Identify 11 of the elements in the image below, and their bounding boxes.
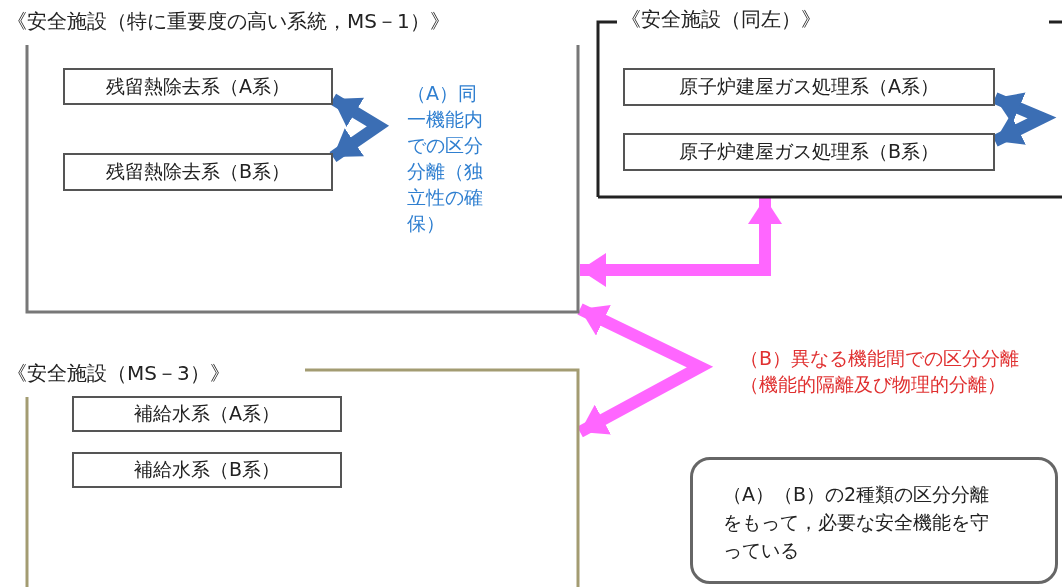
- block-arrow: [329, 93, 390, 162]
- system-box: 残留熱除去系（A系）: [63, 68, 333, 105]
- note-box: （A）（B）の2種類の区分分離をもって，必要な安全機能を守っている: [690, 457, 1058, 584]
- system-box: 原子炉建屋ガス処理系（B系）: [623, 133, 995, 171]
- system-box: 補給水系（B系）: [72, 452, 342, 488]
- system-box: 原子炉建屋ガス処理系（A系）: [623, 68, 995, 106]
- block-arrow: [577, 303, 714, 438]
- block-arrow: [992, 92, 1057, 147]
- system-box: 残留熱除去系（B系）: [63, 153, 333, 191]
- block-arrow: [580, 198, 782, 287]
- system-box: 補給水系（A系）: [72, 396, 342, 432]
